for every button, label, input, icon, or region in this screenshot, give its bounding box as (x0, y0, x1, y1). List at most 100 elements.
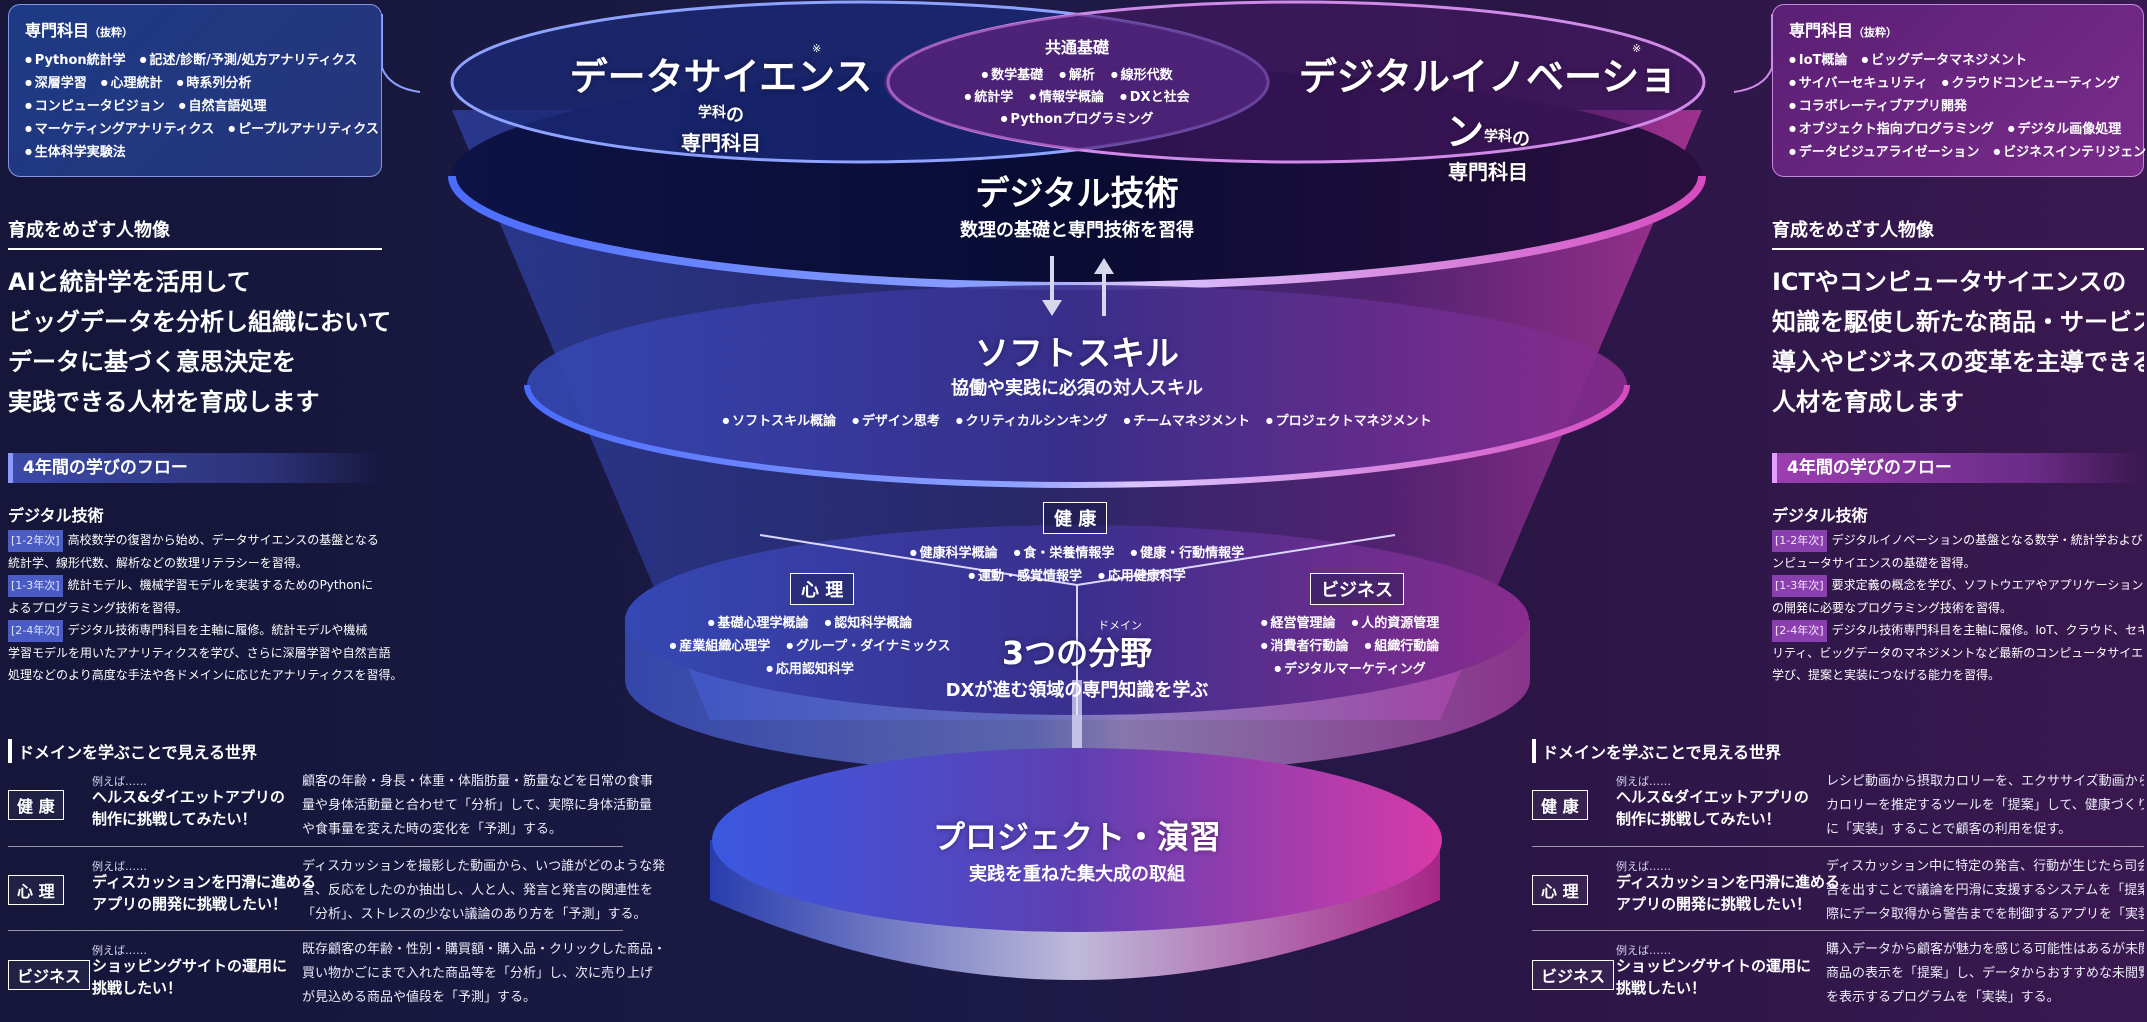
flow-item: 処理などのより高度な手法や各ドメインに応じたアナリティクスを習得。 (8, 668, 403, 682)
left-domain-divider (8, 846, 623, 847)
domain-tag-business: ビジネス (1532, 960, 1615, 990)
health-item: 応用健康科学 (1098, 569, 1186, 584)
flow-item: [2-4年次]デジタル技術専門科目を主軸に履修。統計モデルや機械 (8, 619, 428, 642)
flow-item: 学び、提案と実装につなげる能力を習得。 (1772, 668, 2001, 682)
business-item: 組織行動論 (1365, 639, 1440, 654)
right-goal-heading: 育成をめざす人物像 (1772, 216, 2144, 250)
left-goal-heading: 育成をめざす人物像 (8, 216, 382, 250)
flow-item: [1-3年次]統計モデル、機械学習モデルを実装するためのPythonに (8, 574, 428, 597)
left-flow-heading: 4年間の学びのフロー (8, 453, 382, 483)
example-label: 例えば…… (1616, 860, 1671, 873)
psych-item: 基礎心理学概論 (708, 616, 809, 631)
subject-row: データビジュアライゼーションビジネスインテリジェンス (1789, 141, 2147, 164)
example-label: 例えば…… (92, 860, 147, 873)
ds-dept-title: データサイエンス学科の 専門科目 (556, 46, 886, 156)
right-flow-list: [1-2年次]デジタルイノベーションの基盤となる数学・統計学およびコ ンピュータ… (1772, 529, 2144, 686)
left-flow-subheading: デジタル技術 (8, 506, 104, 525)
soft-item: デザイン思考 (852, 414, 940, 429)
field-tag-psych: 心 理 (790, 573, 855, 605)
ds-dept-subtitle: 専門科目 (681, 131, 761, 155)
example-label: 例えば…… (1616, 944, 1671, 957)
common-foundation: 共通基礎 数学基礎解析線形代数 統計学情報学概論DXと社会 Pythonプログラ… (927, 34, 1227, 130)
fields-ruby: ドメイン (1098, 619, 1142, 632)
psych-items: 基礎心理学概論 認知科学概論 産業組織心理学 グループ・ダイナミックス 応用認知科学 (660, 612, 960, 681)
soft-item: チームマネジメント (1124, 414, 1250, 429)
digital-tech-title: デジタル技術 (975, 174, 1179, 214)
subject-row: Python統計学記述/診断/予測/処方アナリティクス (25, 49, 365, 72)
project-title: プロジェクト・演習 (932, 818, 1221, 856)
right-subjects-title: 専門科目（抜粋） (1789, 21, 1898, 40)
flow-item: リティ、ビッグデータのマネジメントなど最新のコンピュータサイエンスを (1772, 646, 2144, 660)
example-label: 例えば…… (92, 944, 147, 957)
soft-item: ソフトスキル概論 (722, 414, 836, 429)
flow-item: 学習モデルを用いたアナリティクスを学び、さらに深層学習や自然言語 (8, 646, 391, 660)
digital-tech-subtitle: 数理の基礎と専門技術を習得 (960, 220, 1194, 241)
down-arrow-icon (1042, 256, 1062, 316)
subject-row: オブジェクト指向プログラミングデジタル画像処理 (1789, 118, 2127, 141)
health-item: 健康科学概論 (910, 546, 998, 561)
flow-item: 統計学、線形代数、解析などの数理リテラシーを習得。 (8, 556, 308, 570)
example-description: 購入データから顧客が魅力を感じる可能性はあるが未閲覧商品の表示を「提案」し、デー… (1826, 942, 2144, 1005)
soft-item: クリティカルシンキング (956, 414, 1108, 429)
example-description: 既存顧客の年齢・性別・購買額・購入品・クリックした商品・買い物かごにまで入れた商… (302, 942, 667, 1005)
subject-row: コンピュータビジョン自然言語処理 (25, 95, 365, 118)
ds-asterisk: ※ (812, 42, 822, 55)
field-tag-business: ビジネス (1310, 573, 1404, 605)
example-title: ヘルス&ダイエットアプリの制作に挑戦してみたい！ (1616, 788, 1809, 828)
example-title: ヘルス&ダイエットアプリの制作に挑戦してみたい！ (92, 788, 285, 828)
subject-row: 生体科学実験法 (25, 141, 365, 164)
common-row-1: 数学基礎 解析 線形代数 (927, 64, 1227, 86)
health-items: 健康科学概論食・栄養情報学健康・行動情報学 運動・感覚情報学応用健康科学 (877, 542, 1277, 588)
flow-item: の開発に必要なプログラミング技術を習得。 (1772, 601, 2013, 615)
flow-item: よるプログラミング技術を習得。 (8, 601, 188, 615)
right-flow-subheading: デジタル技術 (1772, 506, 1868, 525)
business-item: デジタルマーケティング (1274, 662, 1425, 677)
flow-item: [1-3年次]要求定義の概念を学び、ソフトウエアやアプリケーション (1772, 574, 2144, 597)
domain-tag-psych: 心 理 (1532, 875, 1588, 905)
example-description: ディスカッションを撮影した動画から、いつ誰がどのような発言、反応をしたのか抽出し… (302, 859, 666, 922)
flow-item: [1-2年次]デジタルイノベーションの基盤となる数学・統計学およびコ (1772, 529, 2144, 552)
flow-item: ンピュータサイエンスの基礎を習得。 (1772, 556, 1976, 570)
right-flow-heading: 4年間の学びのフロー (1772, 453, 2144, 483)
common-item: 情報学概論 (1029, 90, 1104, 105)
left-goal-statement: AIと統計学を活用してビッグデータを分析し組織においてデータに基づく意思決定を実… (8, 268, 392, 416)
health-item: 健康・行動情報学 (1130, 546, 1244, 561)
common-item: 解析 (1059, 68, 1095, 83)
common-item: 線形代数 (1111, 68, 1173, 83)
left-subjects-title: 専門科目（抜粋） (25, 21, 134, 40)
example-title: ショッピングサイトの運用に挑戦したい！ (1616, 957, 1812, 997)
right-domain-divider (1532, 930, 2144, 931)
common-item: 数学基礎 (981, 68, 1043, 83)
common-row-2: 統計学情報学概論DXと社会 (927, 86, 1227, 108)
example-description: ディスカッション中に特定の発言、行動が生じたら司会役に警告を出すことで議論を円滑… (1826, 859, 2144, 922)
right-domain-heading: ドメインを学ぶことで見える世界 (1532, 739, 1781, 763)
soft-skill-items: ソフトスキル概論デザイン思考クリティカルシンキングチームマネジメントプロジェクト… (677, 410, 1477, 429)
subject-row: 深層学習心理統計時系列分析 (25, 72, 365, 95)
domain-tag-psych: 心 理 (8, 875, 64, 905)
right-goal-statement: ICTやコンピュータサイエンスの知識を駆使し新たな商品・サービスの導入やビジネス… (1772, 268, 2144, 416)
example-label: 例えば…… (1616, 775, 1671, 788)
flow-item: [1-2年次]高校数学の復習から始め、データサイエンスの基盤となる (8, 529, 428, 552)
example-description: レシピ動画から摂取カロリーを、エクササイズ動画から消費カロリーを推定するツールを… (1826, 774, 2144, 837)
common-item: 統計学 (964, 90, 1013, 105)
right-subjects-box: 専門科目（抜粋） IoT概論ビッグデータマネジメント サイバーセキュリティクラウ… (1772, 4, 2147, 177)
business-item: 消費者行動論 (1261, 639, 1349, 654)
subject-row: サイバーセキュリティクラウドコンピューティング (1789, 72, 2127, 95)
subject-row: IoT概論ビッグデータマネジメント (1789, 49, 2127, 72)
subject-row: マーケティングアナリティクスピープルアナリティクス (25, 118, 379, 141)
business-item: 経営管理論 (1261, 616, 1336, 631)
soft-skill-subtitle: 協働や実践に必須の対人スキル (951, 378, 1203, 399)
di-dept-title: デジタルイノベーション学科の 専門科目 (1288, 46, 1688, 185)
psych-item: 産業組織心理学 (669, 639, 770, 654)
flow-item: [2-4年次]デジタル技術専門科目を主軸に履修。IoT、クラウド、セキュ (1772, 619, 2144, 642)
psych-item: 認知科学概論 (825, 616, 913, 631)
domain-tag-business: ビジネス (8, 960, 91, 990)
psych-item: グループ・ダイナミックス (786, 639, 950, 654)
business-items: 経営管理論人的資源管理 消費者行動論組織行動論 デジタルマーケティング (1220, 612, 1480, 681)
left-domain-heading: ドメインを学ぶことで見える世界 (8, 739, 257, 763)
left-flow-list: [1-2年次]高校数学の復習から始め、データサイエンスの基盤となる 統計学、線形… (8, 529, 428, 686)
fields-title: 3つの分野 (1001, 634, 1153, 672)
psych-item: 応用認知科学 (766, 662, 854, 677)
common-title: 共通基礎 (1044, 38, 1109, 57)
